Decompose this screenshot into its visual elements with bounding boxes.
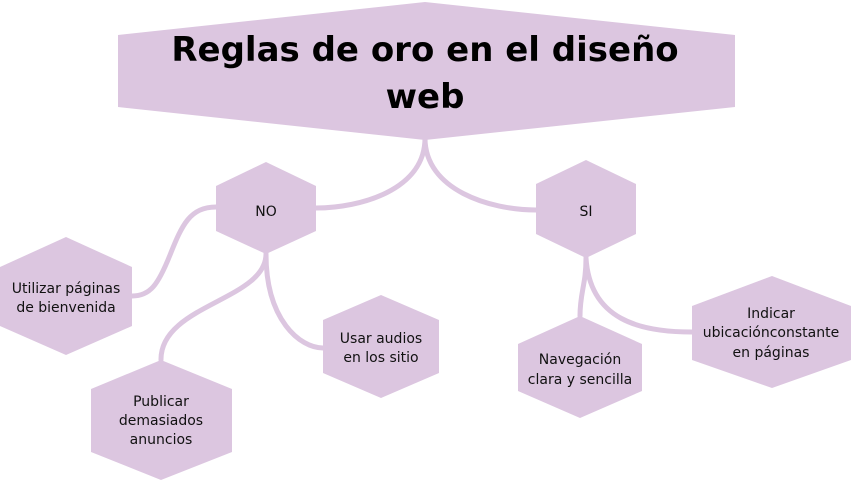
node-text-line: en los sitio [343,350,418,366]
node-publicar-anuncios[interactable]: Publicar demasiados anuncios [91,360,232,480]
node-text-line: en páginas [733,345,810,361]
connector-title-no [313,135,428,211]
node-text-line: anuncios [130,432,193,448]
connector-no-utilizar [129,204,219,299]
node-si[interactable]: SI [536,160,636,258]
node-si-label: SI [579,204,592,220]
connector-no-usar-audios [263,251,326,351]
node-text-line: Publicar [133,394,189,410]
connector-title-si [422,135,539,213]
node-navegacion-clara[interactable]: Navegación clara y sencilla [518,316,642,418]
title-node[interactable]: Reglas de oro en el diseño web [118,2,735,140]
node-text-line: Usar audios [340,331,422,347]
connectors [129,135,695,363]
node-text-line: Utilizar páginas [12,281,121,297]
node-text-line: demasiados [119,413,203,429]
node-text-line: clara y sencilla [528,372,632,388]
node-utilizar-paginas-bienvenida[interactable]: Utilizar páginas de bienvenida [0,237,132,355]
node-no-label: NO [255,204,277,220]
node-text-line: de bienvenida [16,300,115,316]
title-line-1: Reglas de oro en el diseño [171,30,678,70]
node-text-line: ubicaciónconstante [703,325,839,341]
node-usar-audios[interactable]: Usar audios en los sitio [323,295,439,398]
connector-si-indicar [583,255,695,335]
node-indicar-ubicacion[interactable]: Indicar ubicaciónconstante en páginas [692,276,851,388]
title-line-2: web [386,77,465,117]
node-no[interactable]: NO [216,162,316,254]
node-text-line: Indicar [747,306,795,322]
node-text-line: Navegación [539,352,621,368]
connector-no-publicar [158,251,269,363]
